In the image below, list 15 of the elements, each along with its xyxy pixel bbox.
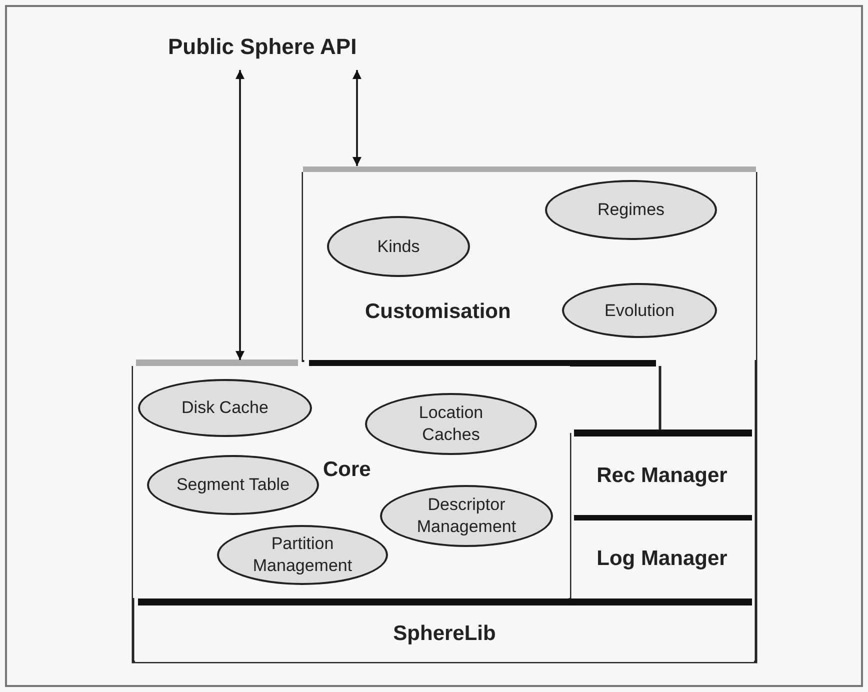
component-ellipse: Kinds — [327, 216, 470, 277]
component-ellipse: Descriptor Management — [380, 485, 553, 547]
layer-panel — [133, 366, 570, 598]
component-ellipse: Regimes — [545, 180, 717, 240]
component-ellipse: Segment Table — [147, 455, 319, 515]
api-label: Public Sphere API — [168, 34, 357, 60]
arrow — [352, 70, 362, 166]
layer-panel — [303, 172, 756, 360]
component-ellipse: Location Caches — [365, 393, 537, 455]
layer-label: Core — [323, 458, 371, 482]
component-ellipse: Evolution — [562, 283, 717, 338]
component-ellipse: Partition Management — [217, 525, 388, 585]
arrow — [236, 70, 244, 360]
component-ellipse: Disk Cache — [138, 379, 312, 437]
layer-label: Customisation — [365, 300, 511, 324]
